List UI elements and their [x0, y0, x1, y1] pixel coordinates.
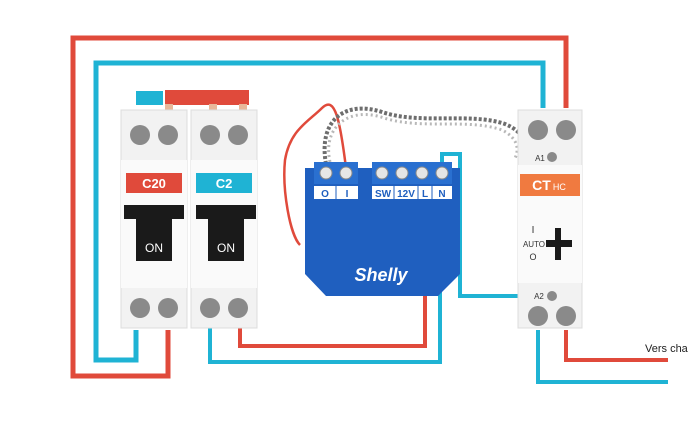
terminal-screw-icon — [375, 166, 389, 180]
screw-icon — [130, 125, 150, 145]
terminal-screw-icon — [415, 166, 429, 180]
busbar-tab — [209, 104, 217, 112]
wire-control-grey — [322, 106, 540, 165]
shelly-module: O I SW 12V L N Shelly — [305, 162, 460, 296]
screw-icon — [556, 120, 576, 140]
terminal-a1-label: A1 — [535, 154, 545, 163]
busbar-red — [165, 90, 249, 105]
breaker-label: C20 — [142, 176, 166, 191]
position-auto-label: AUTO — [523, 240, 545, 249]
selector-handle[interactable] — [546, 240, 572, 247]
terminal-label: I — [346, 189, 349, 200]
screw-icon — [556, 306, 576, 326]
wire-control-grey-shadow — [327, 113, 519, 163]
terminal-label: SW — [375, 189, 392, 200]
wire-neutral-c2-shelly — [208, 282, 442, 364]
screw-icon — [158, 125, 178, 145]
toggle-lever[interactable] — [124, 205, 184, 219]
terminal-label: L — [422, 189, 428, 200]
wire-neutral-output — [536, 330, 668, 384]
busbar-tab — [165, 104, 173, 112]
toggle-body[interactable] — [208, 219, 244, 261]
wire-phase-c2-shelly — [238, 282, 427, 348]
wire-neutral-shelly-a2 — [440, 152, 528, 298]
wire-neutral-outer — [93, 60, 546, 363]
terminal-screw-icon — [395, 166, 409, 180]
breaker-label-bg — [196, 173, 252, 193]
breaker-c20: C20 ON — [120, 109, 188, 329]
contactor-label-bg — [520, 174, 580, 196]
breaker-label: C2 — [216, 176, 233, 191]
toggle-lever[interactable] — [196, 205, 256, 219]
toggle-body[interactable] — [136, 219, 172, 261]
terminal-label: O — [321, 189, 329, 200]
toggle-label: ON — [145, 241, 163, 255]
breaker-c2: C2 ON — [190, 109, 258, 329]
screw-icon — [228, 125, 248, 145]
position-on-label: I — [532, 225, 535, 236]
wire-phase-outer — [70, 35, 569, 379]
position-off-label: O — [529, 252, 536, 262]
terminal-label: N — [438, 189, 445, 200]
busbar-tab — [239, 104, 247, 112]
terminal-screw-icon — [319, 166, 333, 180]
screw-icon — [528, 120, 548, 140]
output-label: Vers cha — [645, 343, 689, 355]
screw-icon — [158, 298, 178, 318]
terminal-a2-label: A2 — [534, 292, 544, 301]
wire-phase-output — [564, 330, 668, 362]
terminal-label: 12V — [397, 189, 415, 200]
screw-icon — [200, 125, 220, 145]
shelly-logo: Shelly — [354, 265, 408, 285]
breaker-label-bg — [126, 173, 182, 193]
terminal-a1-icon — [547, 152, 557, 162]
busbar-blue — [136, 91, 163, 105]
terminal-screw-icon — [339, 166, 353, 180]
screw-icon — [130, 298, 150, 318]
terminal-screw-icon — [435, 166, 449, 180]
screw-icon — [528, 306, 548, 326]
terminal-a2-icon — [547, 291, 557, 301]
screw-icon — [200, 298, 220, 318]
toggle-label: ON — [217, 241, 235, 255]
screw-icon — [228, 298, 248, 318]
